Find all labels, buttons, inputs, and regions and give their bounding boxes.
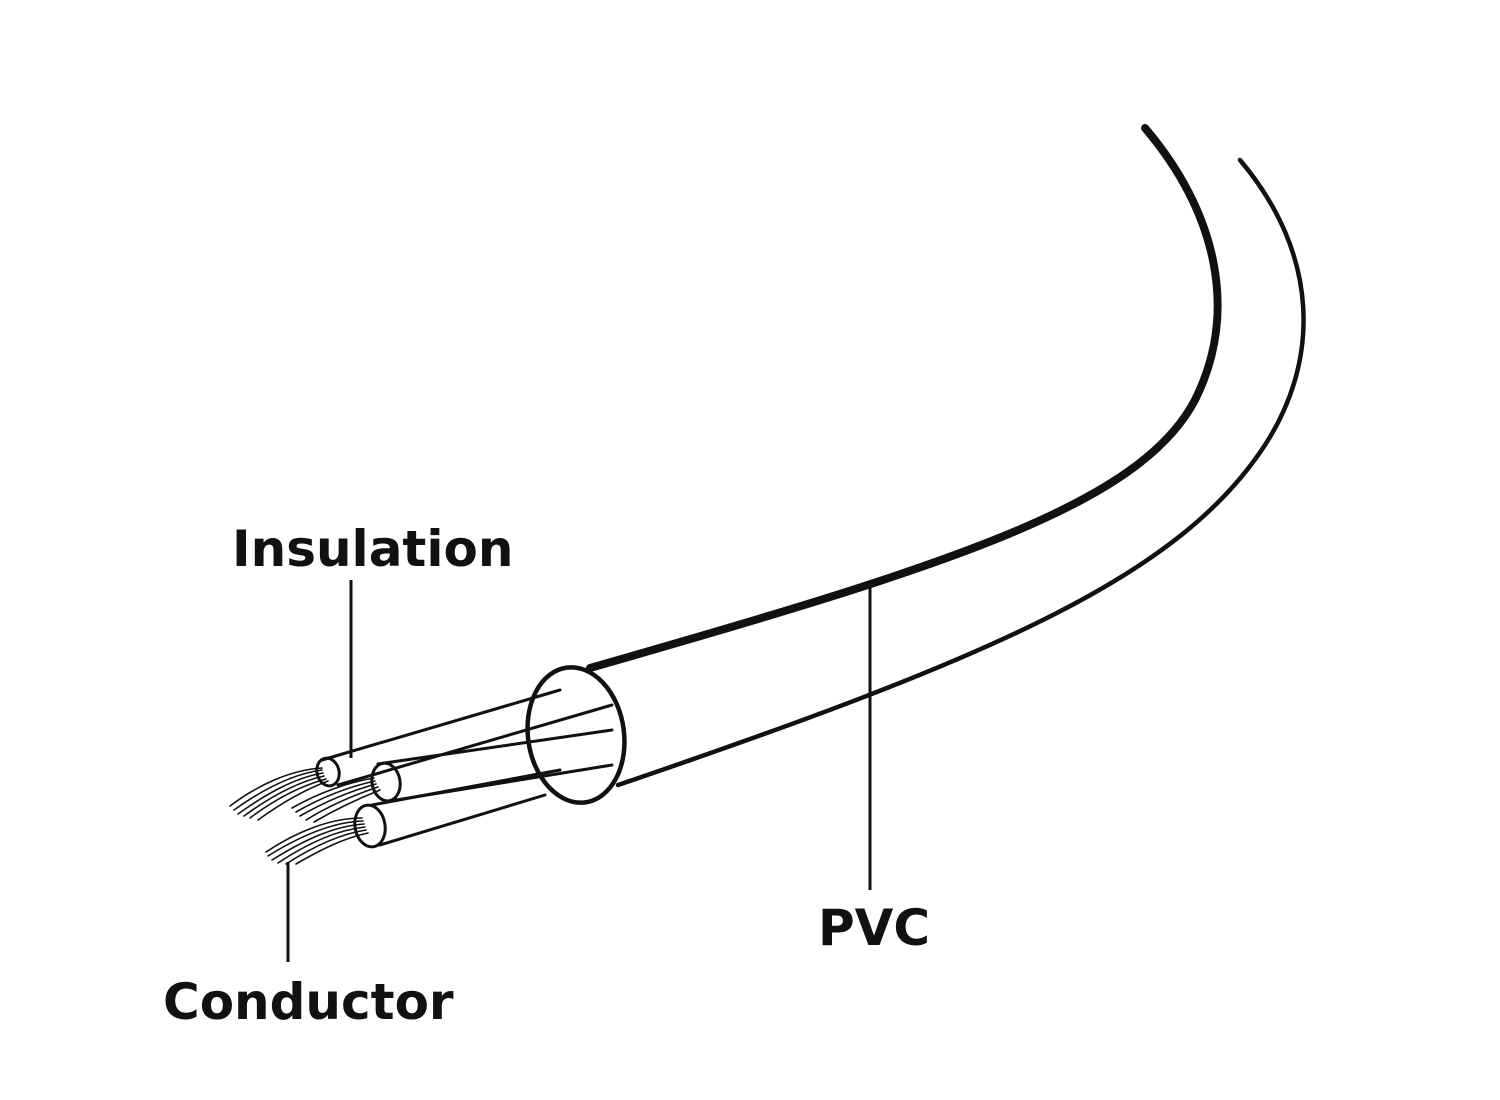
jacket-upper-edge bbox=[586, 124, 1222, 672]
insulated-wires bbox=[315, 688, 614, 849]
insulation-label: Insulation bbox=[232, 520, 513, 578]
jacket-lower-edge bbox=[615, 157, 1306, 788]
wire-3-bottom bbox=[378, 793, 547, 847]
wire-3-top bbox=[370, 768, 562, 807]
conductor-strands-lower bbox=[265, 817, 369, 865]
wire-3-end bbox=[353, 803, 387, 849]
pvc-label: PVC bbox=[818, 899, 930, 957]
wire-1-top bbox=[320, 688, 562, 762]
pvc-jacket bbox=[525, 124, 1306, 805]
wire-2-top bbox=[376, 728, 614, 766]
wire-1-bottom bbox=[336, 703, 614, 787]
conductor-label: Conductor bbox=[163, 973, 454, 1031]
conductor-strands-upper bbox=[229, 767, 381, 823]
